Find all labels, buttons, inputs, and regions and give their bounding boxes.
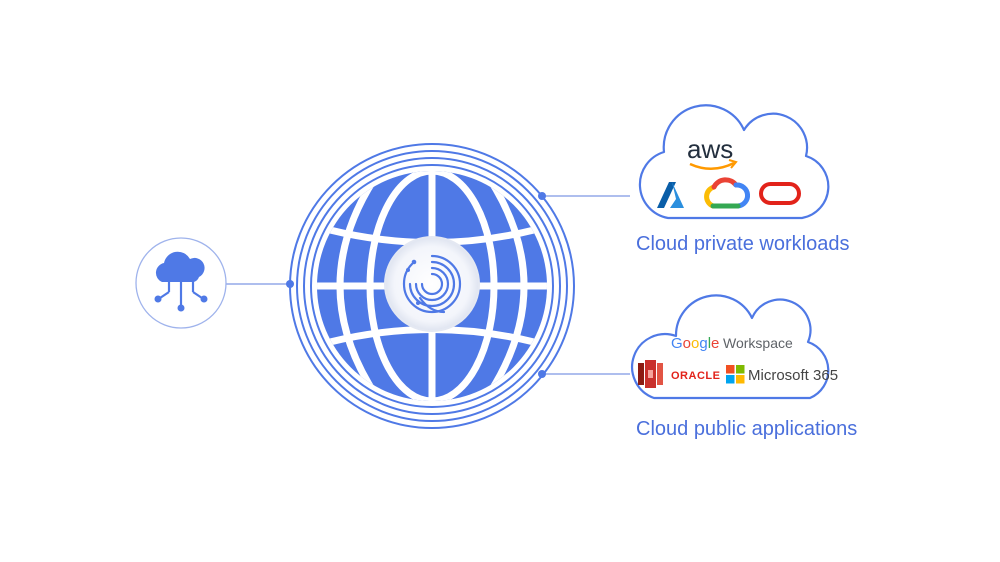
oracle-cloud-logo-icon [759,182,801,205]
swirl-logo-icon [384,236,480,332]
public-cloud: Google Workspace ORACLE Microsoft 365 [631,294,838,400]
azure-logo-icon [657,182,684,208]
oracle-text: ORACLE [671,370,720,382]
workspace-text: Workspace [723,335,793,351]
private-cloud-label: Cloud private workloads [636,233,850,255]
public-cloud-label: Cloud public applications [636,418,858,440]
private-cloud: aws [638,104,830,220]
hub-globe [289,143,575,429]
microsoft-365-text: Microsoft 365 [748,367,838,384]
aws-logo-icon: aws [687,134,738,170]
microsoft-logo-icon [726,365,745,384]
google-cloud-logo-icon [704,177,751,209]
aws-redshift-icon [638,360,663,388]
svg-text:Google: Google [671,335,719,352]
google-workspace-logo-icon: Google Workspace [671,335,793,352]
cloud-network-icon [154,251,208,312]
aws-text: aws [687,134,733,164]
source-node [135,237,227,329]
